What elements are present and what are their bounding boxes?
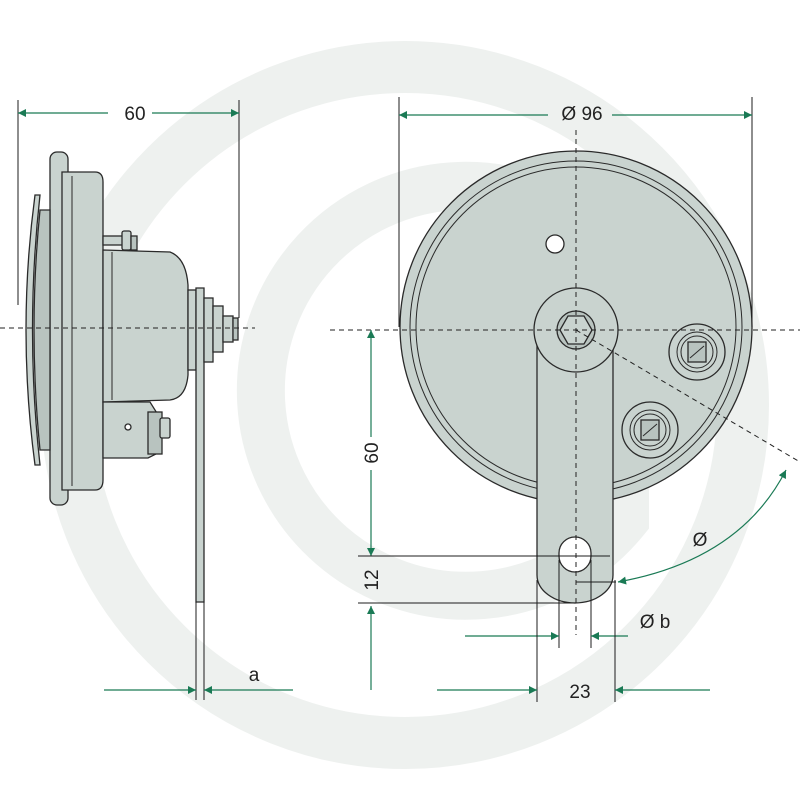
vertical-60-dimension: 60 <box>362 330 383 556</box>
vertical-12-dimension: 12 <box>358 555 616 690</box>
diameter-label: Ø 96 <box>561 104 602 125</box>
side-width-dimension: 60 <box>17 100 240 318</box>
bracket-hole-icon <box>558 536 592 573</box>
vertical-12-label: 12 <box>362 569 383 590</box>
terminal-lower-icon <box>621 401 679 459</box>
side-width-label: 60 <box>124 104 145 125</box>
horn-side-view <box>25 151 239 603</box>
angle-reference-line <box>575 329 800 463</box>
angle-label: Ø <box>693 530 708 551</box>
diameter-dimension: Ø 96 <box>398 97 753 327</box>
terminal-upper-icon <box>668 323 726 381</box>
mounting-hole-icon <box>545 234 565 254</box>
bracket-width-dimension: 23 <box>437 580 710 703</box>
hole-diameter-label: Ø b <box>640 612 671 633</box>
bracket-thickness-label: a <box>249 665 260 686</box>
angle-dimension: Ø <box>617 469 787 585</box>
vertical-60-label: 60 <box>362 442 383 463</box>
bracket-width-label: 23 <box>569 682 590 703</box>
bracket-thickness-dimension: a <box>104 602 293 700</box>
hole-diameter-dimension: Ø b <box>465 560 670 648</box>
